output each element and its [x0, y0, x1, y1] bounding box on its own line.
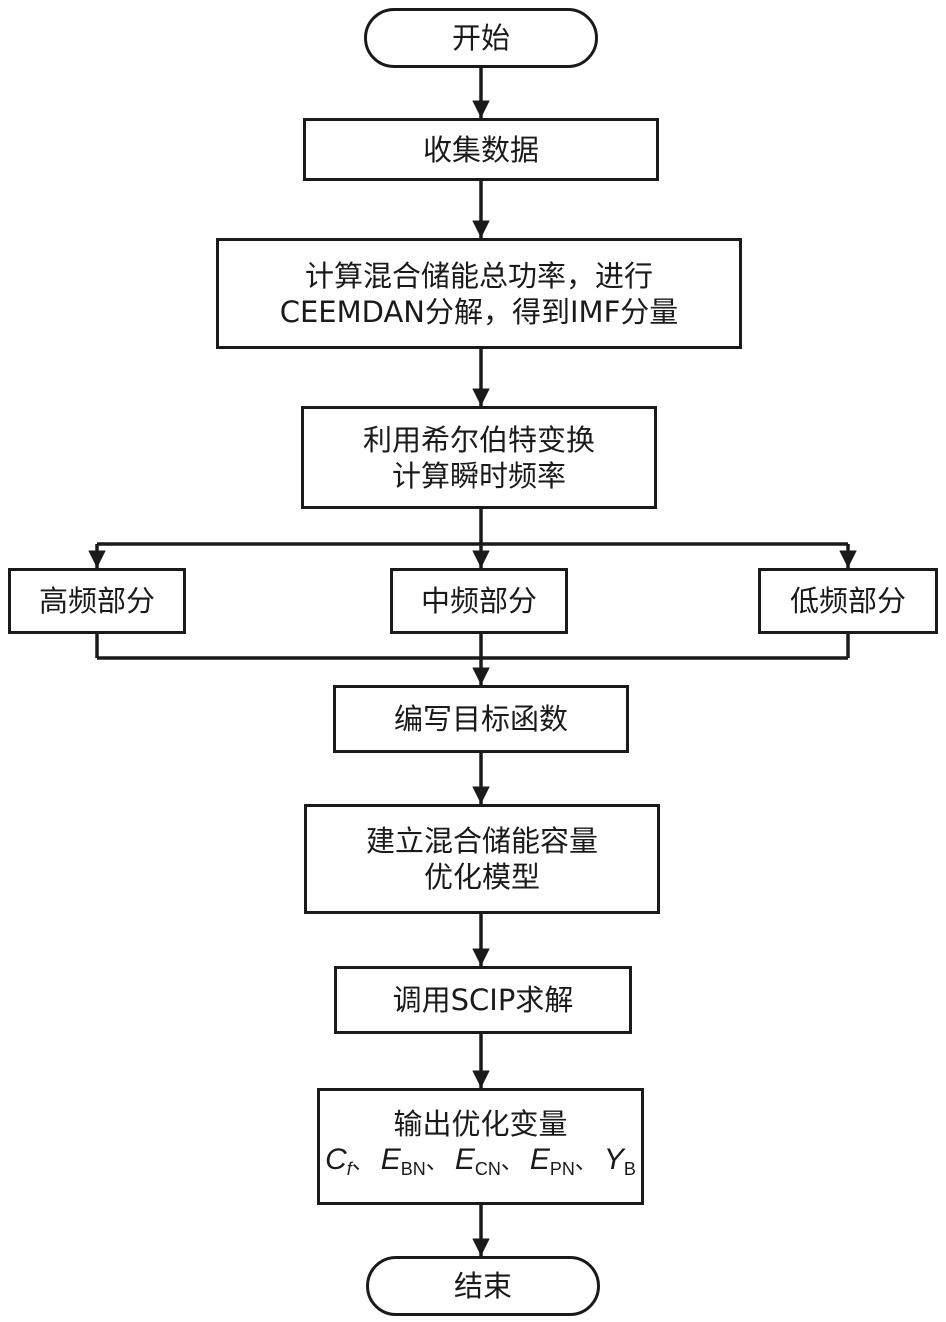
output-variable-symbol: Y: [603, 1143, 624, 1176]
output-variable-subscript: f: [346, 1159, 352, 1179]
output-variable: EPN: [529, 1143, 575, 1179]
hilbert-label-line1: 利用希尔伯特变换: [362, 422, 595, 457]
output-variables-label: 输出优化变量: [393, 1107, 568, 1141]
output-variable-separator: 、: [425, 1150, 455, 1175]
output-variable-separator: 、: [574, 1150, 604, 1175]
output-variable-symbol: C: [325, 1143, 347, 1176]
output-variable: YB: [603, 1143, 636, 1179]
output-variable: EBN: [380, 1143, 426, 1179]
start-label: 开始: [451, 21, 510, 55]
output-variable-subscript: BN: [400, 1159, 426, 1179]
output-variable-separator: 、: [351, 1150, 381, 1175]
output-variable-subscript: B: [623, 1159, 636, 1179]
output-variables-box: 输出优化变量 Cf、 EBN、 ECN、 EPN、 YB: [317, 1088, 644, 1205]
hilbert-label-line2: 计算瞬时频率: [391, 458, 566, 493]
mid-frequency-box: 中频部分: [390, 568, 568, 634]
output-variable-symbol: E: [454, 1143, 475, 1176]
output-variable-subscript: PN: [549, 1159, 575, 1179]
ceemdan-label-line1: 计算混合储能总功率，进行: [304, 258, 653, 293]
objective-function-box: 编写目标函数: [333, 685, 629, 753]
output-variable-separator: 、: [500, 1150, 530, 1175]
end-terminal: 结束: [366, 1256, 600, 1316]
collect-data-label: 收集数据: [422, 132, 539, 167]
low-frequency-box: 低频部分: [758, 568, 938, 634]
hilbert-box: 利用希尔伯特变换 计算瞬时频率: [301, 406, 657, 509]
output-variable-symbol: E: [529, 1143, 550, 1176]
mid-frequency-label: 中频部分: [420, 584, 537, 618]
end-label: 结束: [453, 1269, 512, 1303]
optimization-model-box: 建立混合储能容量 优化模型: [304, 804, 660, 914]
output-variable-subscript: CN: [474, 1159, 501, 1179]
optimization-model-label-line1: 建立混合储能容量: [365, 824, 598, 858]
ceemdan-box: 计算混合储能总功率，进行 CEEMDAN分解，得到IMF分量: [216, 238, 742, 349]
collect-data-box: 收集数据: [303, 118, 659, 181]
objective-function-label: 编写目标函数: [393, 702, 568, 736]
scip-solve-label: 调用SCIP求解: [392, 983, 574, 1017]
start-terminal: 开始: [364, 8, 598, 68]
output-variables-list: Cf、 EBN、 ECN、 EPN、 YB: [325, 1142, 636, 1187]
ceemdan-label-line2: CEEMDAN分解，得到IMF分量: [279, 294, 679, 329]
low-frequency-label: 低频部分: [789, 584, 906, 618]
output-variable: ECN: [454, 1143, 501, 1179]
scip-solve-box: 调用SCIP求解: [334, 966, 632, 1034]
optimization-model-label-line2: 优化模型: [423, 860, 540, 894]
high-frequency-box: 高频部分: [8, 568, 186, 634]
high-frequency-label: 高频部分: [38, 584, 155, 618]
output-variable-symbol: E: [380, 1143, 401, 1176]
output-variable: Cf: [325, 1143, 352, 1179]
